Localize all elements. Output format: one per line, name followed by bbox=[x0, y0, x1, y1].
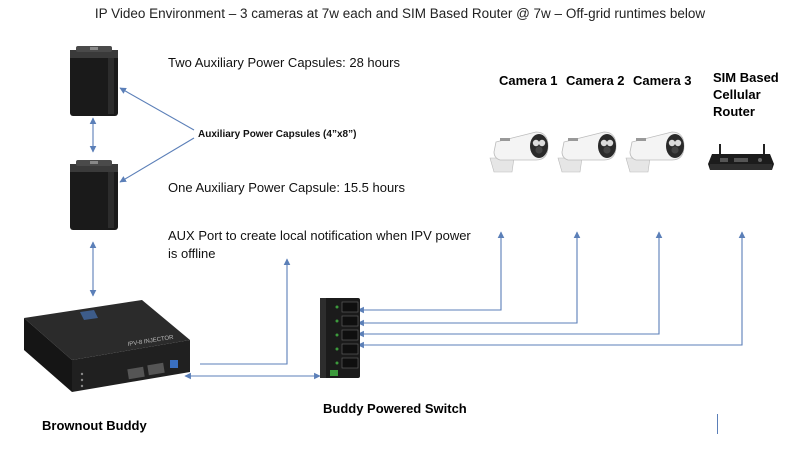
one-capsule-label: One Auxiliary Power Capsule: 15.5 hours bbox=[168, 180, 406, 195]
router-image bbox=[708, 144, 774, 170]
callout-pointer-bottom bbox=[119, 137, 195, 183]
router-label-1: SIM Based bbox=[713, 70, 779, 85]
camera3-label: Camera 3 bbox=[633, 73, 692, 88]
router-label-3: Router bbox=[713, 104, 755, 119]
camera1-image bbox=[489, 131, 549, 173]
switch-label: Buddy Powered Switch bbox=[323, 401, 467, 416]
aux-port-line1: AUX Port to create local notification wh… bbox=[168, 228, 471, 243]
two-capsules-label: Two Auxiliary Power Capsules: 28 hours bbox=[168, 55, 400, 70]
powered-switch-image bbox=[320, 298, 360, 378]
camera2-line bbox=[357, 231, 581, 327]
aux-port-line bbox=[200, 258, 291, 365]
divider-mark bbox=[717, 414, 718, 434]
camera2-image bbox=[557, 131, 617, 173]
power-capsule-top bbox=[70, 46, 118, 116]
brownout-buddy-image: IPV-8 INJECTOR bbox=[24, 300, 190, 392]
diagram-title: IP Video Environment – 3 cameras at 7w e… bbox=[94, 6, 706, 21]
camera3-image bbox=[625, 131, 685, 173]
camera2-label: Camera 2 bbox=[566, 73, 625, 88]
capsules-callout: Auxiliary Power Capsules (4”x8”) bbox=[198, 129, 357, 140]
camera1-line bbox=[357, 231, 505, 314]
router-label-2: Cellular bbox=[713, 87, 761, 102]
camera1-label: Camera 1 bbox=[499, 73, 558, 88]
aux-port-line2: is offline bbox=[168, 246, 216, 261]
router-line bbox=[357, 231, 746, 349]
callout-pointer-top bbox=[119, 87, 195, 131]
brownout-buddy-label: Brownout Buddy bbox=[42, 418, 147, 433]
camera3-line bbox=[357, 231, 663, 338]
power-capsule-bottom bbox=[70, 160, 118, 230]
